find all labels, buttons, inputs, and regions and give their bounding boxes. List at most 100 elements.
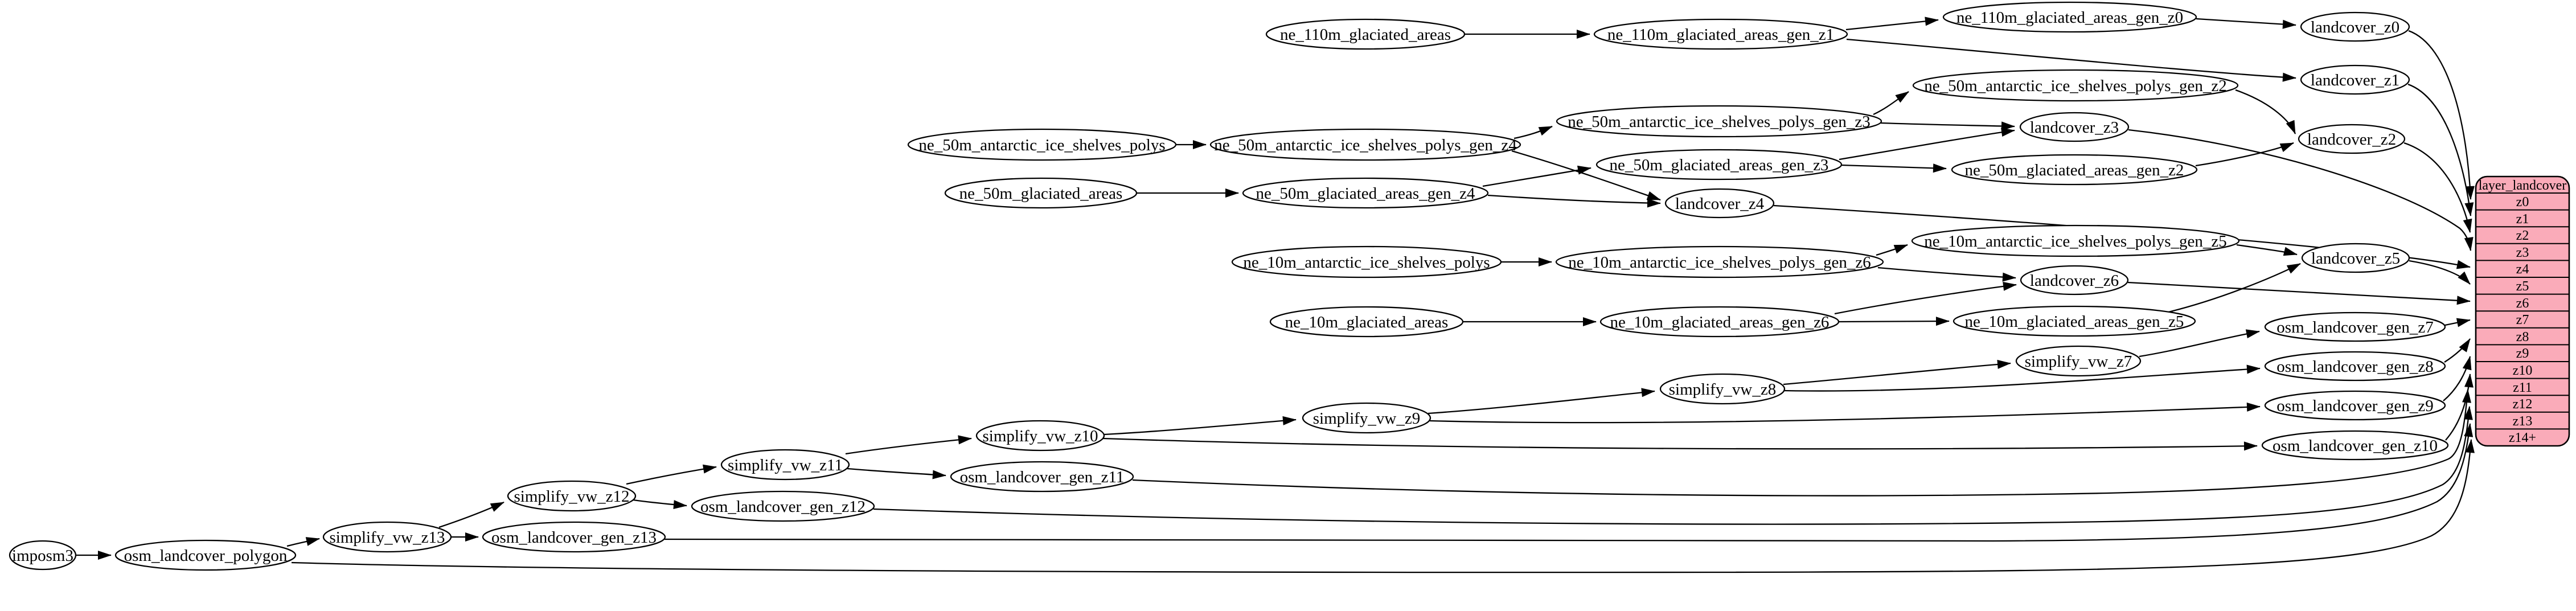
edge-ne-50m-antarctic-gen-z3-to-gen-z2: [1873, 91, 1909, 116]
edge-landcover-z0-to-row-z0: [2408, 30, 2475, 200]
node-label: ne_50m_glaciated_areas_gen_z3: [1610, 156, 1829, 174]
edge-ne-50m-glaciated-gen-z2-to-landcover-z2: [2195, 142, 2294, 167]
node-label: osm_landcover_gen_z12: [700, 498, 865, 516]
node-osm-landcover-gen-z8: osm_landcover_gen_z8: [2264, 351, 2446, 382]
table-row-z14plus: z14+: [2509, 430, 2536, 445]
node-label: ne_10m_glaciated_areas_gen_z6: [1610, 313, 1830, 331]
edge-osm-landcover-gen-z11-to-row-z11: [1132, 389, 2471, 497]
table-row-z12: z12: [2513, 397, 2533, 412]
node-label: ne_50m_antarctic_ice_shelves_polys_gen_z…: [1568, 113, 1871, 131]
node-label: simplify_vw_z7: [2025, 352, 2132, 371]
table-row-z10: z10: [2513, 363, 2533, 378]
node-ne-50m-antarctic-ice-shelves-polys-gen-z3: ne_50m_antarctic_ice_shelves_polys_gen_z…: [1556, 105, 1882, 138]
node-osm-landcover-gen-z7: osm_landcover_gen_z7: [2264, 311, 2446, 342]
node-label: ne_50m_antarctic_ice_shelves_polys: [918, 136, 1165, 154]
node-label: ne_110m_glaciated_areas_gen_z0: [1956, 9, 2183, 27]
node-label: ne_50m_glaciated_areas_gen_z2: [1965, 161, 2184, 179]
edge-osm-landcover-polygon-to-row-z14: [291, 439, 2475, 573]
node-label: ne_10m_glaciated_areas: [1285, 313, 1449, 331]
edge-simplify-vw-z10-to-osm-landcover-gen-z10: [1102, 437, 2258, 451]
edge-osm-landcover-gen-z12-to-row-z12: [873, 406, 2473, 525]
table-row-z11: z11: [2513, 380, 2532, 395]
node-ne-50m-glaciated-areas-gen-z2: ne_50m_glaciated_areas_gen_z2: [1951, 154, 2198, 186]
node-simplify-vw-z12: simplify_vw_z12: [507, 480, 637, 512]
table-row-z0: z0: [2516, 195, 2529, 210]
node-label: ne_10m_glaciated_areas_gen_z5: [1965, 313, 2184, 331]
node-label: ne_50m_glaciated_areas_gen_z4: [1256, 184, 1475, 203]
node-label: ne_110m_glaciated_areas: [1280, 26, 1451, 44]
edge-simplify-vw-z13-to-simplify-vw-z12: [438, 501, 504, 528]
node-ne-50m-glaciated-areas-gen-z3: ne_50m_glaciated_areas_gen_z3: [1595, 149, 1843, 181]
node-simplify-vw-z13: simplify_vw_z13: [322, 521, 452, 553]
node-label: osm_landcover_gen_z8: [2276, 358, 2433, 376]
node-simplify-vw-z11: simplify_vw_z11: [720, 449, 850, 481]
edge-landcover-z1-to-row-z1: [2407, 83, 2474, 216]
node-ne-10m-glaciated-areas: ne_10m_glaciated_areas: [1269, 306, 1464, 338]
node-ne-50m-antarctic-ice-shelves-polys: ne_50m_antarctic_ice_shelves_polys: [907, 128, 1177, 161]
node-simplify-vw-z9: simplify_vw_z9: [1302, 402, 1431, 434]
edge-osm-landcover-gen-z7-to-row-z7: [2444, 318, 2471, 327]
node-label: landcover_z0: [2311, 18, 2399, 36]
edge-simplify-vw-z12-to-osm-landcover-gen-z12: [633, 499, 687, 510]
edge-osm-landcover-gen-z10-to-row-z10: [2445, 374, 2474, 441]
edge-ne-10m-glaciated-gen-z5-to-landcover-z5: [2163, 263, 2301, 314]
node-label: osm_landcover_gen_z11: [960, 468, 1125, 486]
table-row-z1: z1: [2516, 212, 2529, 227]
node-label: simplify_vw_z11: [728, 456, 843, 474]
node-imposm3: imposm3: [9, 540, 77, 571]
node-label: ne_10m_antarctic_ice_shelves_polys: [1243, 253, 1490, 272]
table-row-z5: z5: [2516, 279, 2529, 294]
node-ne-50m-glaciated-areas: ne_50m_glaciated_areas: [944, 177, 1138, 209]
node-osm-landcover-polygon: osm_landcover_polygon: [114, 539, 297, 571]
edge-landcover-z2-to-row-z2: [2403, 142, 2472, 233]
node-label: landcover_z5: [2311, 249, 2400, 268]
node-simplify-vw-z8: simplify_vw_z8: [1659, 373, 1786, 405]
edge-osm-landcover-gen-z13-to-row-z13: [664, 423, 2474, 543]
node-label: osm_landcover_polygon: [124, 547, 288, 565]
edge-osm-landcover-polygon-to-simplify-vw-z13: [286, 537, 320, 547]
node-landcover-z4: landcover_z4: [1664, 188, 1775, 219]
node-ne-10m-antarctic-ice-shelves-polys: ne_10m_antarctic_ice_shelves_polys: [1231, 245, 1502, 278]
node-label: osm_landcover_gen_z13: [491, 528, 657, 547]
edge-osm-landcover-gen-z8-to-row-z8: [2444, 338, 2471, 363]
edge-landcover-z5-to-row-z5: [2409, 260, 2471, 285]
edge-landcover-z3-to-row-z3: [2128, 129, 2474, 251]
edge-ne-50m-antarctic-gen-z2-to-landcover-z2: [2235, 89, 2296, 134]
node-ne-110m-glaciated-areas: ne_110m_glaciated_areas: [1265, 18, 1466, 50]
node-ne-110m-glaciated-areas-gen-z0: ne_110m_glaciated_areas_gen_z0: [1942, 1, 2197, 33]
table-row-z2: z2: [2516, 228, 2529, 243]
node-ne-10m-glaciated-areas-gen-z5: ne_10m_glaciated_areas_gen_z5: [1952, 305, 2196, 337]
edge-simplify-vw-z7-to-osm-landcover-gen-z7: [2139, 329, 2260, 358]
node-ne-10m-antarctic-ice-shelves-polys-gen-z5: ne_10m_antarctic_ice_shelves_polys_gen_z…: [1911, 224, 2240, 257]
edge-ne-10m-antarctic-gen-z5-to-landcover-z5: [2236, 244, 2298, 256]
node-label: ne_10m_antarctic_ice_shelves_polys_gen_z…: [1568, 253, 1871, 272]
node-landcover-z3: landcover_z3: [2019, 112, 2130, 142]
node-label: ne_50m_antarctic_ice_shelves_polys_gen_z…: [1214, 136, 1517, 154]
table-row-z7: z7: [2516, 313, 2529, 327]
edge-simplify-vw-z11-to-osm-landcover-gen-z11: [847, 468, 946, 479]
table-row-z9: z9: [2516, 346, 2529, 361]
node-ne-10m-glaciated-areas-gen-z6: ne_10m_glaciated_areas_gen_z6: [1599, 306, 1840, 338]
edge-ne-50m-antarctic-gen-z4-to-landcover-z4: [1511, 150, 1661, 201]
edge-simplify-vw-z12-to-simplify-vw-z11: [626, 464, 717, 485]
node-ne-10m-antarctic-ice-shelves-polys-gen-z6: ne_10m_antarctic_ice_shelves_polys_gen_z…: [1555, 245, 1884, 278]
node-label: simplify_vw_z12: [514, 487, 630, 506]
edge-ne-110m-gen-z1-to-gen-z0: [1845, 17, 1939, 31]
edge-landcover-z6-to-row-z6: [2127, 281, 2471, 305]
node-osm-landcover-gen-z10: osm_landcover_gen_z10: [2261, 430, 2449, 461]
edge-simplify-vw-z8-to-osm-landcover-gen-z8: [1783, 364, 2261, 392]
edge-simplify-vw-z8-to-simplify-vw-z7: [1783, 359, 2011, 386]
edge-ne-50m-antarctic-gen-z3-to-landcover-z3: [1880, 121, 2015, 131]
edge-ne-10m-glaciated-gen-z6-to-gen-z5: [1838, 317, 1950, 326]
node-simplify-vw-z7: simplify_vw_z7: [2015, 345, 2142, 377]
node-label: ne_50m_glaciated_areas: [959, 184, 1123, 203]
layer-landcover-table: layer_landcover z0 z1 z2 z3 z4 z5 z6 z7 …: [2475, 175, 2570, 447]
edge-osm-landcover-gen-z9-to-row-z9: [2443, 356, 2472, 401]
node-label: landcover_z6: [2030, 272, 2119, 290]
edge-ne-10m-antarctic-gen-z6-to-landcover-z6: [1877, 266, 2016, 282]
edge-ne-50m-glaciated-gen-z4-to-gen-z3: [1482, 165, 1591, 187]
node-label: ne_10m_antarctic_ice_shelves_polys_gen_z…: [1924, 232, 2227, 251]
node-ne-50m-antarctic-ice-shelves-polys-gen-z2: ne_50m_antarctic_ice_shelves_polys_gen_z…: [1912, 69, 2239, 102]
